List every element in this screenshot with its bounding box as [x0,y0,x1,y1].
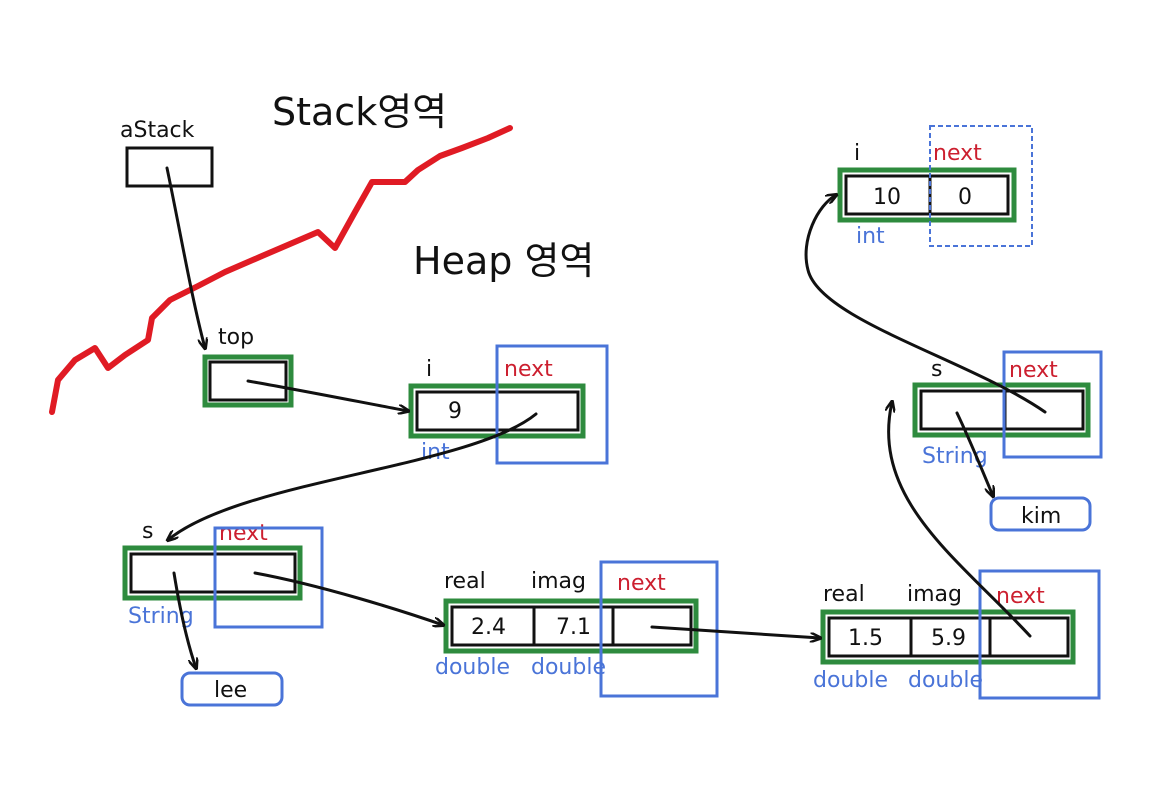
arrow-lee-to-complex1 [253,571,443,625]
next-field-box [1002,350,1103,459]
type-imag-label: double [908,668,983,693]
top-box-outline [202,354,294,408]
field-next-label: next [617,571,666,596]
astack-label: aStack [120,118,195,143]
field-imag-label: imag [907,582,962,607]
node-outline [122,545,303,601]
string-value: kim [1021,504,1061,529]
arrow-top-to-int9 [246,379,408,411]
stack-region-title: Stack영역 [272,90,447,134]
node-int-9: i next 9 int [408,344,609,465]
field-s-label: s [142,519,153,544]
node-outline [820,609,1076,665]
next-field-box [978,569,1101,700]
field-next-label: next [1009,358,1058,383]
field-s-label: s [931,357,942,382]
node-cells [129,552,297,594]
reference-arrows [165,166,1047,668]
top-box [208,360,288,402]
value-imag: 5.9 [931,626,966,651]
arrow-astack-to-top [165,166,205,348]
stack-heap-divider [49,125,513,415]
type-imag-label: double [531,655,606,680]
field-real-label: real [823,582,865,607]
node-cells [450,605,693,647]
field-imag-label: imag [531,569,586,594]
arrow-complex1-to-complex2 [650,625,820,638]
arrow-kim-to-stringobj [955,411,993,496]
arrow-int9-to-lee [168,412,538,540]
type-real-label: double [813,668,888,693]
node-string-lee: s next String lee [122,519,324,707]
node-string-kim: s next String kim [912,350,1103,532]
next-field-box [599,560,719,698]
node-cells [827,616,1070,658]
field-next-label: next [504,357,553,382]
top-label: top [218,325,254,350]
next-field-box [213,526,324,629]
next-field-box [495,344,609,465]
value-imag: 7.1 [556,615,591,640]
arrow-lee-to-stringobj [172,571,196,668]
field-real-label: real [444,569,486,594]
string-value: lee [214,678,247,703]
arrow-complex2-to-kim [889,402,1032,638]
node-cells [844,174,1010,216]
field-next-label: next [996,584,1045,609]
type-real-label: double [435,655,510,680]
value-next: 0 [958,185,972,210]
value-i: 9 [448,399,462,424]
field-next-label: next [933,141,982,166]
value-i: 10 [873,185,901,210]
value-real: 2.4 [471,615,506,640]
next-field-box [929,125,1033,247]
string-object-box [989,496,1092,532]
node-int-10: i next 10 0 int [837,125,1033,249]
string-object-box [180,671,284,707]
field-i-label: i [854,141,860,166]
type-int-label: int [856,224,885,249]
field-next-label: next [219,521,268,546]
field-i-label: i [426,357,432,382]
node-complex-2: real imag next 1.5 5.9 double double [813,569,1101,700]
heap-region-title: Heap 영역 [413,239,594,283]
node-cells [919,389,1085,431]
value-real: 1.5 [848,626,883,651]
arrow-kim-to-int10 [804,195,1047,414]
